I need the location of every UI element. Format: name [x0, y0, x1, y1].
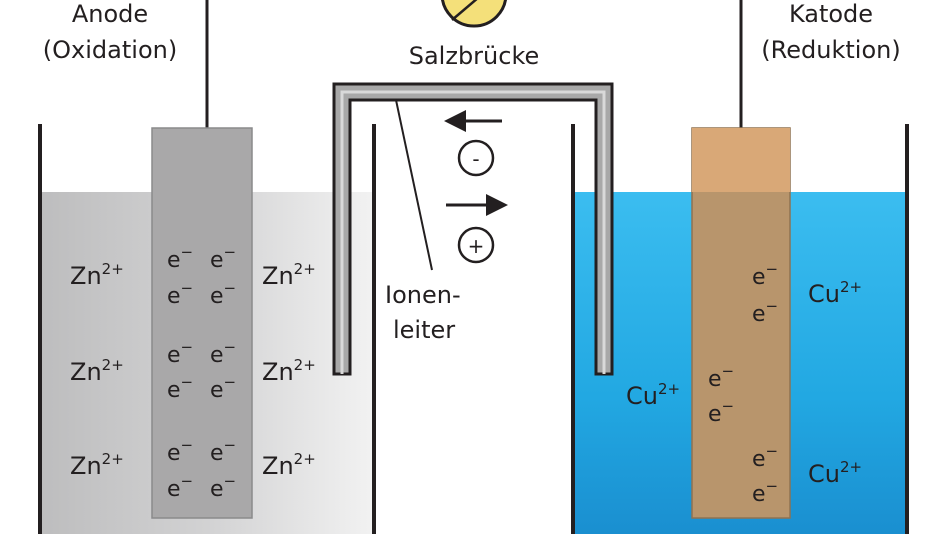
anion-sign: -	[472, 147, 479, 171]
electron: e−	[210, 338, 236, 368]
electron: e−	[210, 436, 236, 466]
electron: e−	[167, 338, 193, 368]
oxidation-label: (Oxidation)	[43, 36, 177, 64]
anion-arrow	[444, 110, 502, 132]
electron: e−	[167, 243, 193, 273]
electron: e−	[167, 373, 193, 403]
zinc-electrode	[151, 127, 253, 519]
zinc-ion: Zn2+	[70, 356, 124, 386]
zinc-ion: Zn2+	[70, 260, 124, 290]
copper-electrode	[691, 127, 791, 519]
electron: e−	[752, 442, 778, 472]
salt-bridge	[332, 82, 614, 376]
electron: e−	[167, 279, 193, 309]
electron: e−	[752, 260, 778, 290]
electron-layer: e− e− e− e− e− e− e− e− e− e− e− e− e− e− e− e− e− e−	[167, 243, 778, 507]
copper-ion: Cu2+	[626, 380, 680, 410]
electron: e−	[167, 472, 193, 502]
electron: e−	[210, 373, 236, 403]
zinc-ion: Zn2+	[262, 260, 316, 290]
electron: e−	[210, 243, 236, 273]
anode-beaker	[38, 124, 376, 534]
ion-layer: Zn2+ Zn2+ Zn2+ Zn2+ Zn2+ Zn2+ Cu2+ Cu2+ Cu2+	[70, 260, 862, 488]
ion-conductor-label-line1: Ionen-	[385, 281, 461, 309]
zinc-ion: Zn2+	[262, 450, 316, 480]
anion-symbol: -	[457, 139, 495, 177]
voltmeter-needle	[451, 0, 478, 21]
zinc-ion: Zn2+	[262, 356, 316, 386]
anode-label: Anode	[72, 0, 148, 28]
cathode-label: Katode	[789, 0, 873, 28]
electron: e−	[167, 436, 193, 466]
ion-conductor-label-line2: leiter	[393, 316, 455, 344]
voltmeter-dial	[441, 0, 507, 28]
cathode-beaker	[571, 124, 909, 534]
electron: e−	[752, 297, 778, 327]
salt-bridge-label: Salzbrücke	[409, 42, 540, 70]
cation-arrow	[446, 194, 508, 216]
cation-symbol: +	[457, 226, 495, 264]
voltmeter	[441, 0, 507, 28]
cation-sign: +	[468, 234, 485, 258]
copper-electrode-top	[692, 128, 790, 192]
reduction-label: (Reduktion)	[761, 36, 900, 64]
ion-conductor-pointer	[395, 99, 433, 271]
electron: e−	[752, 477, 778, 507]
electron: e−	[708, 397, 734, 427]
copper-ion: Cu2+	[808, 458, 862, 488]
zinc-ion: Zn2+	[70, 450, 124, 480]
electron: e−	[210, 279, 236, 309]
copper-ion: Cu2+	[808, 278, 862, 308]
electron: e−	[708, 362, 734, 392]
electron: e−	[210, 472, 236, 502]
